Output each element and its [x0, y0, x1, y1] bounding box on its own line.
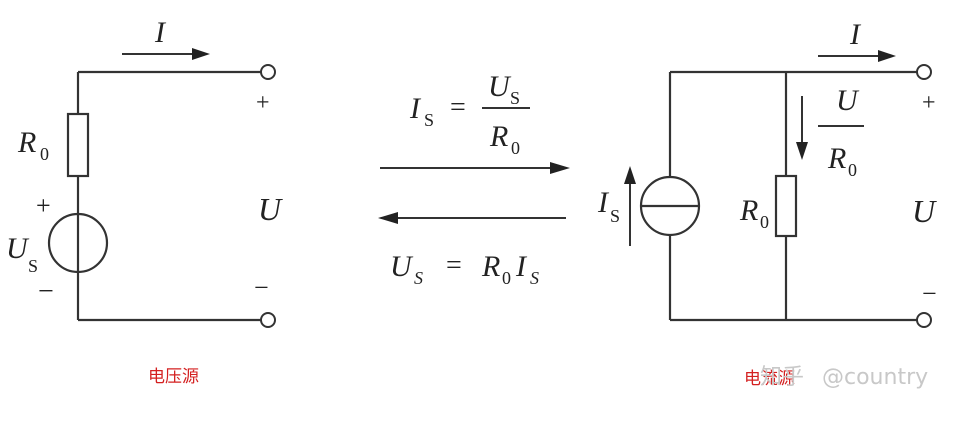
watermark: 知乎 @country — [760, 365, 928, 390]
terminal-bottom[interactable] — [916, 312, 932, 328]
formula-top-den-sub: 0 — [511, 138, 520, 158]
terminal-minus: − — [922, 279, 937, 308]
formula-bottom-lhs-sub: S — [414, 268, 423, 288]
formula-bottom-r-sub: 0 — [502, 268, 511, 288]
formula-bottom-eq: = — [446, 250, 462, 281]
voltage-label: U — [912, 193, 937, 229]
terminal-bottom[interactable] — [260, 312, 276, 328]
terminal-plus: + — [922, 90, 936, 116]
current-label: I — [154, 16, 167, 49]
current-arrow-head — [878, 50, 896, 62]
formula-bottom-lhs: U — [390, 250, 414, 283]
resistor-r0 — [774, 174, 798, 238]
formula-top-lhs: I — [409, 92, 422, 125]
formula-bottom-i: I — [515, 250, 528, 283]
resistor-label: R — [17, 126, 36, 159]
terminal-top[interactable] — [260, 64, 276, 80]
branch-num: U — [836, 84, 860, 117]
branch-den: R — [827, 142, 846, 175]
source-label: U — [6, 232, 30, 265]
voltage-source-caption: 电压源 — [148, 367, 199, 387]
formula-top-lhs-sub: S — [424, 110, 434, 130]
branch-current-arrow-head — [796, 142, 808, 160]
source-sub: S — [28, 256, 38, 276]
terminal-plus: + — [256, 90, 270, 116]
current-source-caption: 电流源 — [744, 369, 795, 389]
terminal-top[interactable] — [916, 64, 932, 80]
voltage-source-circuit: I R 0 + U S − + U − 电压源 — [6, 16, 283, 387]
formula-top-num: U — [488, 70, 512, 103]
terminal-minus: − — [254, 273, 269, 302]
source-plus: + — [36, 191, 51, 220]
formula-top-den: R — [489, 120, 508, 153]
current-source-circuit: I I S U R 0 R 0 + U − 电流源 — [597, 18, 937, 389]
resistor-r0 — [66, 112, 90, 178]
formula-bottom-r: R — [481, 250, 500, 283]
source-sub: S — [610, 206, 620, 226]
source-current-arrow-head — [624, 166, 636, 184]
watermark-handle: @country — [822, 365, 928, 390]
conversion-formulas: I S = U S R 0 U S = R 0 I S — [378, 70, 570, 288]
arrow-right-head — [550, 162, 570, 174]
current-label: I — [849, 18, 862, 51]
resistor-label: R — [739, 194, 758, 227]
branch-den-sub: 0 — [848, 160, 857, 180]
formula-top-num-sub: S — [510, 88, 520, 108]
resistor-sub: 0 — [760, 212, 769, 232]
voltage-label: U — [258, 191, 283, 227]
watermark-site: 知乎 — [760, 365, 804, 390]
source-minus: − — [38, 276, 54, 307]
formula-top-eq: = — [450, 92, 466, 123]
arrow-left-head — [378, 212, 398, 224]
formula-bottom-i-sub: S — [530, 268, 539, 288]
source-label: I — [597, 186, 610, 219]
current-arrow-head — [192, 48, 210, 60]
resistor-sub: 0 — [40, 144, 49, 164]
